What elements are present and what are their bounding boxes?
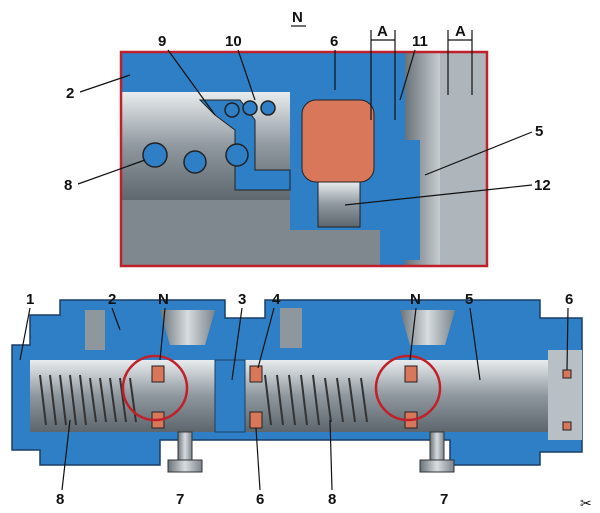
label-6: 6 [330,33,338,50]
label-11: 11 [412,33,428,50]
label-10: 10 [225,33,242,50]
detail-view [119,50,489,268]
label-7-right: 7 [440,491,448,508]
label-8: 8 [64,177,72,194]
section-view [11,299,583,473]
detail-circle-n2 [374,354,442,422]
label-4: 4 [272,291,281,308]
seals [151,365,572,431]
corner-tools-icon: ✂ [580,495,592,511]
label-8-left: 8 [56,491,64,508]
label-6-right: 6 [565,291,573,308]
label-9: 9 [158,33,166,50]
seal-ring-6 [301,99,375,183]
bore [30,360,550,432]
label-2b: 2 [108,291,116,308]
label-5b: 5 [465,291,473,308]
label-1: 1 [26,291,34,308]
label-2: 2 [66,85,74,102]
label-7-left: 7 [176,491,184,508]
label-a1: A [377,23,388,40]
label-n1: N [158,291,169,308]
bleed-bolt-2 [419,431,455,473]
label-12: 12 [534,177,551,194]
label-5: 5 [535,123,543,140]
detail-title: N [292,9,303,26]
label-6-bottom: 6 [256,491,264,508]
label-n2: N [410,291,421,308]
detail-circle-n1 [121,354,189,422]
bleed-bolt-1 [167,431,203,473]
detail-labels: N 2 9 10 6 A 11 A 5 8 12 [64,9,551,206]
label-3: 3 [238,291,246,308]
label-a2: A [455,23,466,40]
piston-3 [214,359,246,433]
spring-coils [142,100,276,174]
spring-left [39,374,137,426]
section-labels: 1 2 N 3 4 N 5 6 8 7 6 8 7 [19,291,573,508]
label-8-right: 8 [328,491,336,508]
spring-right [264,374,368,426]
